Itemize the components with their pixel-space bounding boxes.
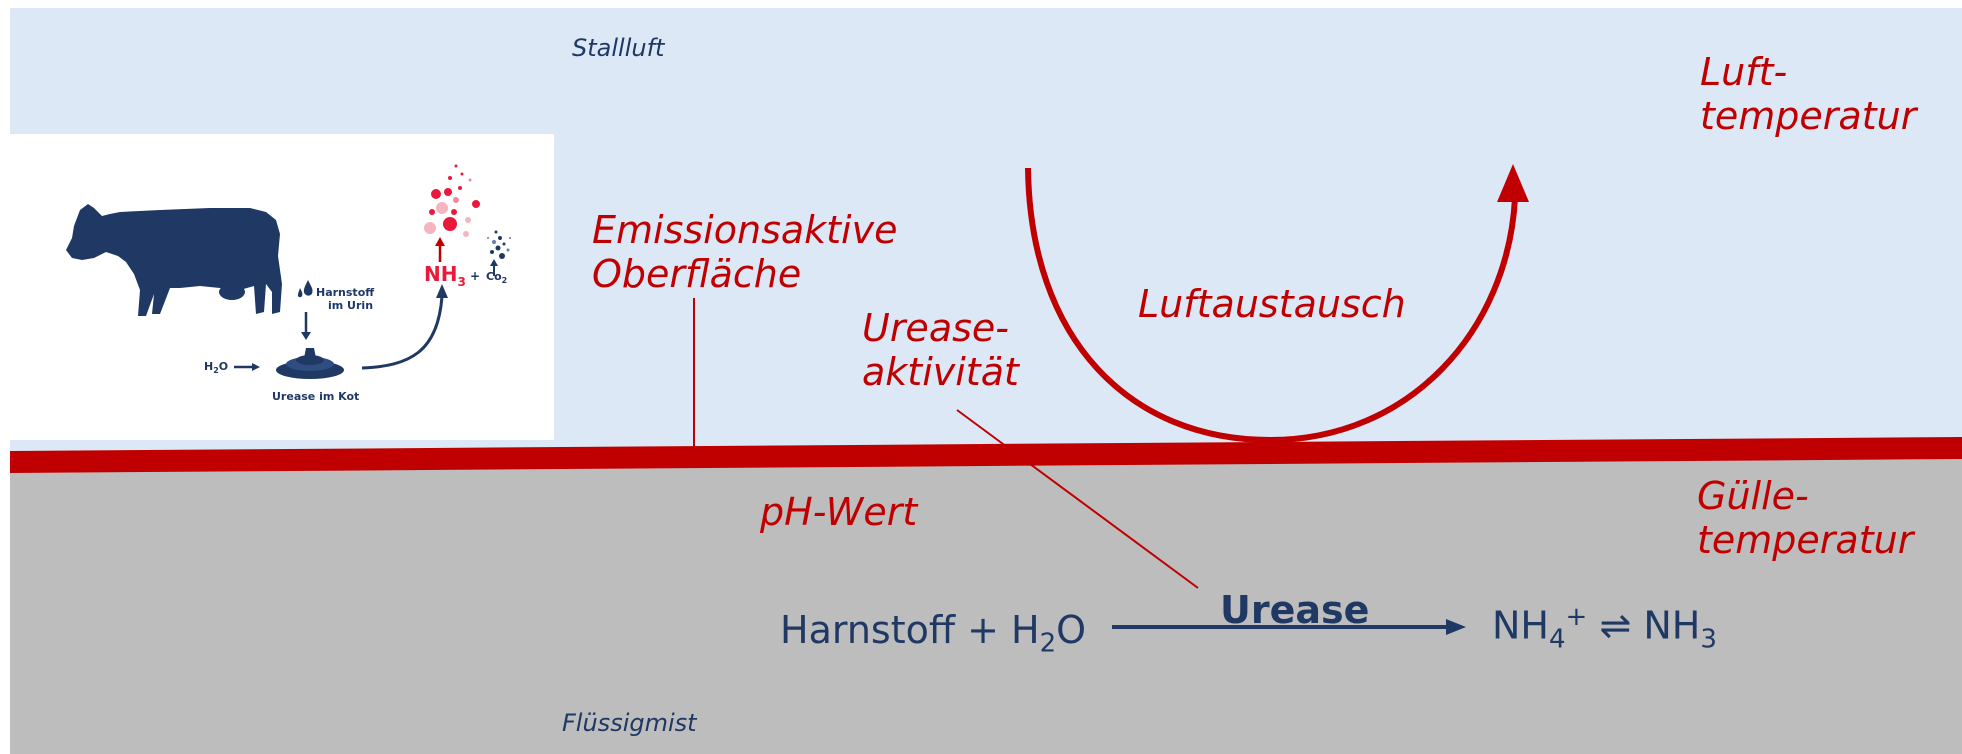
- co2-dots-icon: [487, 230, 511, 259]
- inset-co2-sub: 2: [501, 276, 508, 286]
- reaction-right-nh: NH: [1492, 603, 1549, 648]
- urease-akt-line-2: aktivität: [862, 350, 1019, 394]
- urease-enzyme-label: Urease: [1220, 588, 1370, 632]
- luftaustausch-arc: [1025, 167, 1518, 444]
- emission-line-2: Oberfläche: [592, 252, 802, 296]
- emissionsaktive-oberflaeche-label: Emissionsaktive Oberfläche: [592, 208, 897, 296]
- reaction-right-sub2: 3: [1700, 624, 1717, 655]
- urease-leader-line: [956, 409, 1199, 589]
- cow-udder: [219, 284, 245, 300]
- inset-water-o: O: [218, 360, 229, 373]
- urine-drop-icon: [303, 280, 313, 296]
- reaction-left-end: O: [1056, 608, 1087, 652]
- inset-co2-text: Co: [486, 270, 502, 283]
- inset-drawing: [66, 164, 511, 379]
- inset-harnstoff-line-2: im Urin: [328, 299, 374, 312]
- inset-water-sub: 2: [213, 366, 219, 376]
- reaction-left-term: Harnstoff + H: [780, 608, 1040, 652]
- stallluft-label: Stallluft: [572, 34, 665, 62]
- reaction-left-sub: 2: [1039, 628, 1057, 659]
- inset-water-label: H2O: [204, 360, 228, 377]
- inset-nh3-text: NH: [424, 262, 458, 286]
- inset-water-h: H: [204, 360, 214, 373]
- inset-harnstoff-label: Harnstoff im Urin: [316, 286, 374, 312]
- ph-wert-label: pH-Wert: [760, 490, 918, 534]
- lufttemperatur-label: Luft- temperatur: [1700, 50, 1916, 138]
- reaction-right-side: NH4+ ⇌ NH3: [1492, 602, 1717, 654]
- ureaseaktivitaet-label: Urease- aktivität: [862, 306, 1019, 394]
- reaction-left-side: Harnstoff + H2O: [780, 608, 1086, 659]
- emission-surface-band: [10, 437, 1962, 473]
- fluessigmist-zone: [10, 458, 1962, 754]
- lufttemperatur-line-2: temperatur: [1700, 94, 1917, 138]
- reaction-right-sup: +: [1565, 602, 1588, 632]
- lufttemperatur-line-1: Luft-: [1700, 50, 1788, 94]
- emission-line-1: Emissionsaktive: [592, 208, 898, 252]
- inset-urease-kot-label: Urease im Kot: [272, 390, 360, 403]
- reaction-arrowhead: [1446, 619, 1466, 635]
- luftaustausch-arrowhead: [1497, 164, 1529, 202]
- reaction-equilibrium: ⇌ NH: [1587, 603, 1701, 648]
- guelletemperatur-line-1: Gülle-: [1697, 474, 1809, 518]
- guelletemperatur-line-2: temperatur: [1697, 518, 1914, 562]
- curved-arrow-icon: [361, 295, 444, 370]
- reaction-right-sub1: 4: [1549, 624, 1566, 655]
- inset-co2-label: Co2: [486, 270, 507, 287]
- ammonia-dots-icon: [424, 164, 480, 237]
- inset-nh3-label: NH3: [424, 262, 466, 289]
- inset-plus-label: +: [470, 269, 481, 283]
- fluessigmist-label: Flüssigmist: [562, 709, 697, 737]
- urease-akt-line-1: Urease-: [862, 306, 1009, 350]
- luftaustausch-label: Luftaustausch: [1138, 282, 1406, 326]
- inset-nh3-sub: 3: [457, 275, 466, 289]
- cow-icon: [66, 204, 282, 316]
- inset-illustration: Harnstoff im Urin H2O Urease im Kot NH3 …: [10, 134, 554, 440]
- urine-drop-icon-2: [297, 288, 303, 298]
- guelletemperatur-label: Gülle- temperatur: [1697, 474, 1913, 562]
- inset-harnstoff-line-1: Harnstoff: [316, 286, 375, 299]
